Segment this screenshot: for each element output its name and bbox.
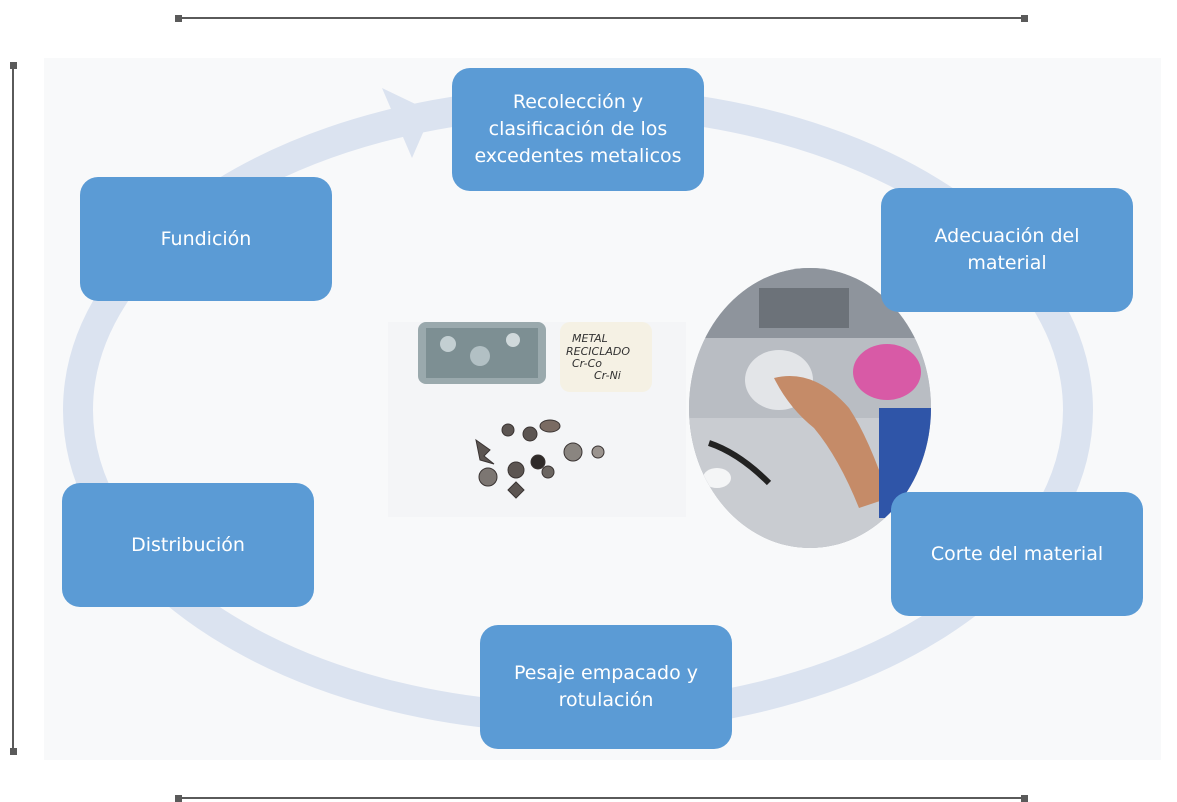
bottom-rule-cap-left bbox=[175, 795, 182, 802]
step-fundicion: Fundición bbox=[80, 177, 332, 301]
jar-label-line-1: METAL bbox=[572, 332, 608, 345]
step-recoleccion: Recolección y clasificación de los exced… bbox=[452, 68, 704, 191]
step-adecuacion: Adecuación del material bbox=[881, 188, 1133, 312]
recycled-metal-photo: METAL RECICLADO Cr-Co Cr-Ni bbox=[388, 322, 686, 517]
step-corte: Corte del material bbox=[891, 492, 1143, 616]
top-rule bbox=[178, 17, 1026, 19]
step-distribucion: Distribución bbox=[62, 483, 314, 607]
left-rule bbox=[12, 64, 14, 752]
recycled-metal-jar bbox=[560, 322, 652, 392]
jar-label-line-2: RECICLADO bbox=[566, 345, 630, 358]
step-pesaje: Pesaje empacado y rotulación bbox=[480, 625, 732, 749]
dust-mask bbox=[853, 344, 921, 400]
top-rule-cap-right bbox=[1021, 15, 1028, 22]
worker-arm bbox=[774, 376, 889, 508]
worker-cutting-photo bbox=[689, 268, 931, 548]
svg-text:METAL RECICLADO Cr: METAL RECICLADO Cr-Co Cr-Ni bbox=[566, 332, 633, 382]
left-rule-cap-top bbox=[10, 62, 17, 69]
top-rule-cap-left bbox=[175, 15, 182, 22]
cycle-arrowhead bbox=[382, 88, 432, 158]
metal-pieces bbox=[475, 419, 605, 499]
left-rule-cap-bottom bbox=[10, 748, 17, 755]
bottom-rule-cap-right bbox=[1021, 795, 1028, 802]
bottom-rule bbox=[178, 797, 1026, 799]
jar-label-line-4: Cr-Ni bbox=[594, 369, 621, 382]
jar-label-line-3: Cr-Co bbox=[572, 357, 602, 370]
